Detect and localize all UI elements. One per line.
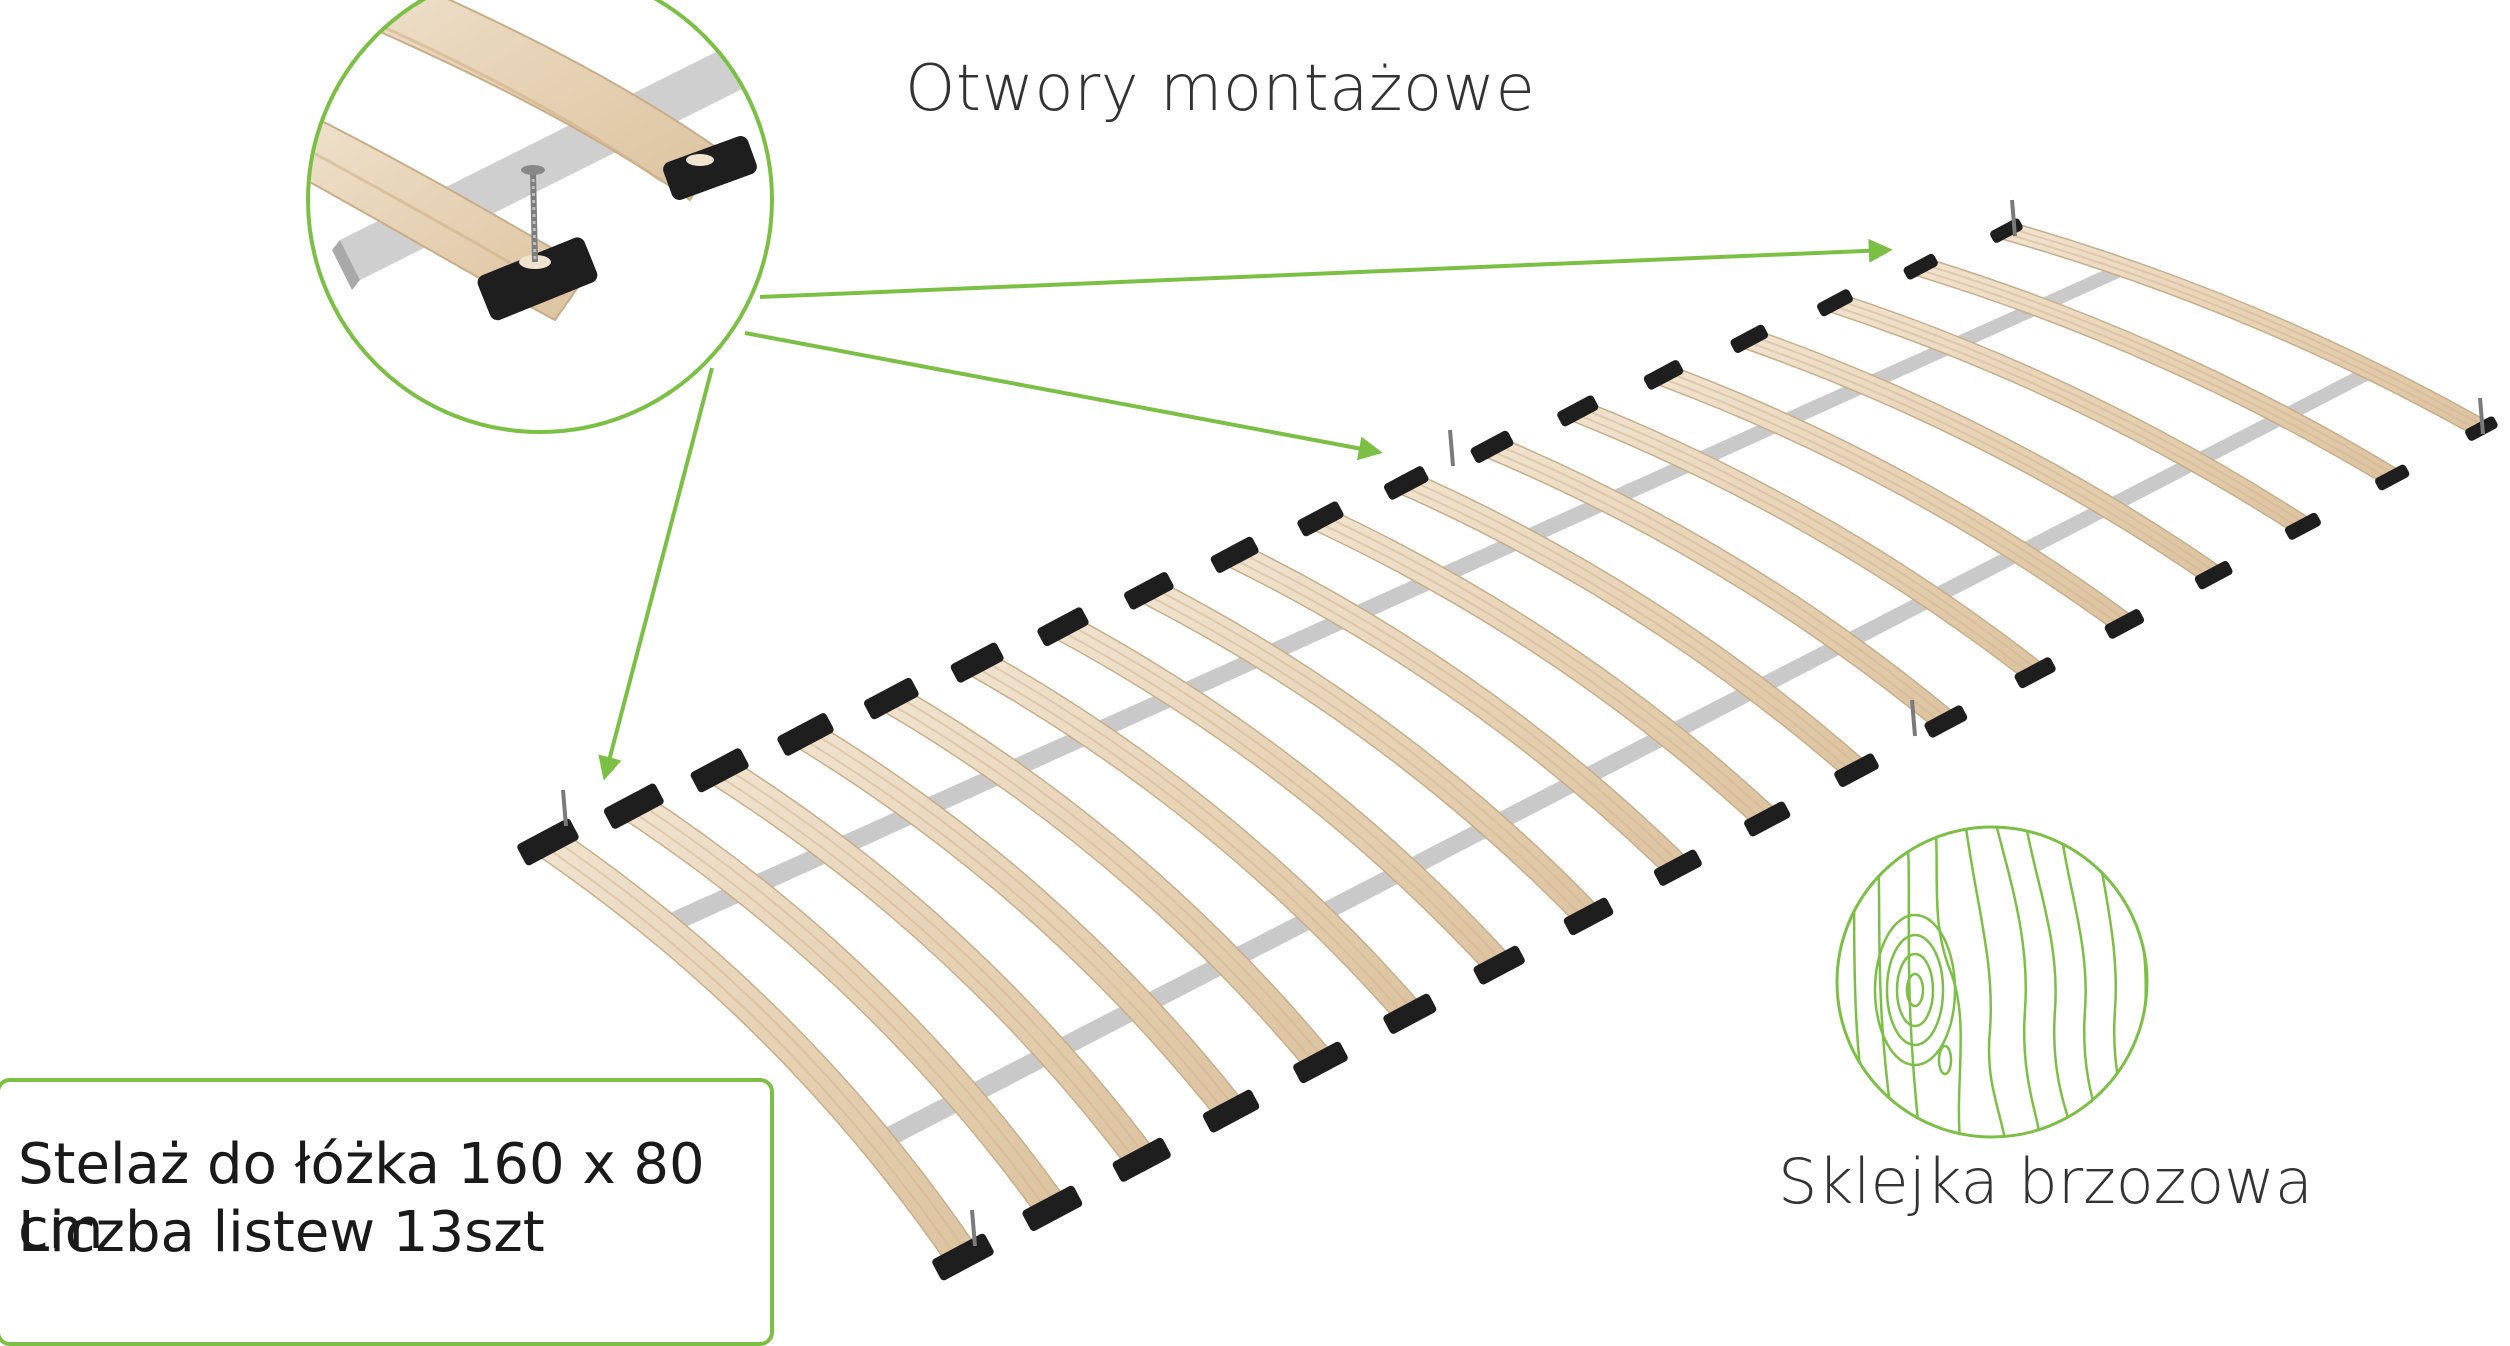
slat-end-cap [1473, 945, 1525, 985]
slat-end-cap [1037, 607, 1089, 647]
pointer-arrows [598, 238, 1893, 781]
slat-end-cap [1744, 801, 1791, 837]
slat-end-cap [1924, 705, 1968, 738]
slat [1817, 289, 2321, 540]
arrow-icon [759, 238, 1893, 299]
slat-end-cap [1557, 395, 1599, 427]
slat-end-cap [1643, 360, 1684, 390]
slat [1990, 218, 2498, 441]
slat [1643, 360, 2145, 639]
slat [1384, 466, 1879, 787]
wood-grain-icon [1835, 825, 2149, 1139]
screw-icon [1910, 699, 1917, 737]
arrow-icon [598, 367, 714, 781]
slat-end-cap [1293, 1041, 1348, 1084]
slat-end-cap [2104, 609, 2145, 639]
slat [1557, 395, 2056, 689]
slat [690, 748, 1171, 1182]
slat [1470, 430, 1968, 738]
slat-end-cap [1563, 897, 1614, 936]
page-title: Otwory montażowe [905, 52, 1536, 126]
slat-end-cap [1903, 253, 1938, 280]
slat-count-text: Liczba listew 13szt [18, 1200, 545, 1265]
slat-end-cap [2375, 464, 2410, 491]
material-label: Sklejka brzozowa [1778, 1145, 2313, 1218]
slat [1037, 607, 1525, 985]
slat-end-cap [690, 748, 749, 793]
slat [1730, 324, 2233, 590]
slat-end-cap [1112, 1137, 1171, 1182]
slat [950, 642, 1437, 1034]
metal-strap [867, 368, 2379, 1152]
frame-size-text: Stelaż do łóżka 160 x 80 cm [18, 1132, 705, 1262]
slat-end-cap [603, 783, 664, 829]
screw-icon [2010, 199, 2017, 237]
slat-end-cap [1383, 993, 1437, 1034]
slat-end-cap [932, 1233, 994, 1281]
slat-end-cap [1470, 430, 1514, 463]
slat-end-cap [2194, 561, 2233, 590]
slat-end-cap [950, 642, 1004, 683]
zoom-circle-icon [306, 0, 774, 434]
screw-icon [521, 165, 545, 263]
slat-end-cap [1202, 1089, 1260, 1133]
slat-end-cap [864, 677, 919, 720]
metal-strap [651, 265, 2132, 936]
slat-end-cap [2014, 657, 2056, 689]
slat-end-cap [1124, 572, 1174, 610]
screw-icon [1448, 429, 1455, 467]
slat-end-cap [1022, 1185, 1083, 1232]
screw-icon [970, 1209, 977, 1247]
slat-end-cap [1653, 849, 1702, 886]
slatted-bed-frame-illustration [306, 0, 2498, 1281]
slat-end-cap [1817, 289, 1853, 317]
info-box: Stelaż do łóżka 160 x 80 cm Liczba liste… [0, 1078, 774, 1346]
slat [603, 783, 1083, 1232]
slat [1210, 536, 1702, 886]
slat [864, 677, 1348, 1084]
slats-group [517, 199, 2498, 1281]
slat-end-cap [517, 818, 579, 866]
slat-end-cap [777, 713, 834, 756]
slat [1124, 572, 1614, 936]
screw-icon [2478, 397, 2485, 435]
slat [777, 713, 1260, 1133]
slat-end-cap [2284, 512, 2321, 540]
slat [1903, 253, 2410, 491]
slat-end-cap [1384, 466, 1429, 500]
slat [517, 818, 994, 1281]
slat-end-cap [1297, 501, 1344, 537]
screw-icon [561, 789, 568, 827]
arrow-icon [744, 331, 1383, 461]
slat-end-cap [1730, 324, 1769, 353]
slat-end-cap [1834, 753, 1879, 787]
slat [1297, 501, 1791, 837]
slat-end-cap [1210, 536, 1259, 573]
